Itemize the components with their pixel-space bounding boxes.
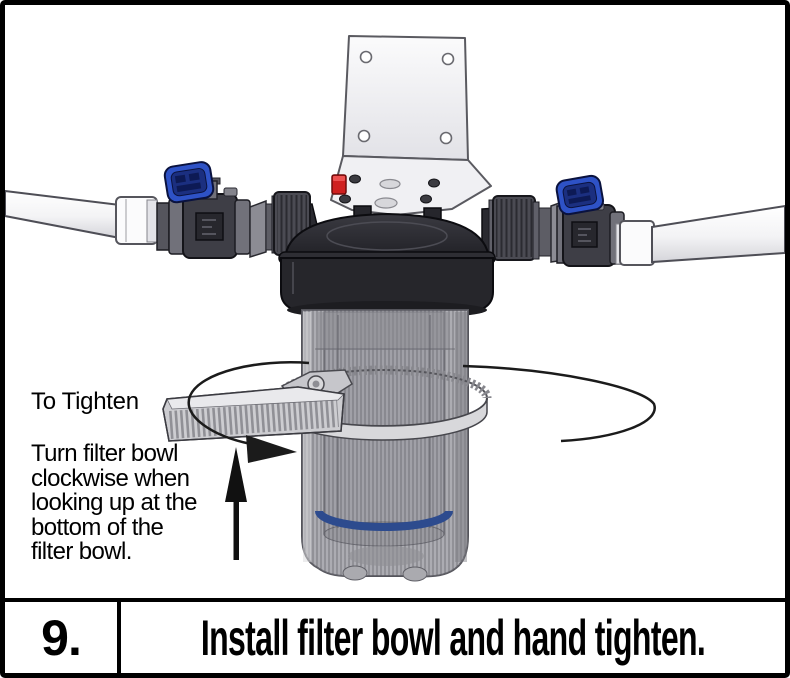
caption-text-cell: Install filter bowl and hand tighten. <box>121 602 785 673</box>
left-valve-handle <box>163 161 215 204</box>
instructions-line: bottom of the <box>31 513 164 541</box>
left-pipe-fitting <box>115 196 158 245</box>
cartridge-ring <box>315 510 453 531</box>
step-number: 9. <box>41 609 82 666</box>
rotation-arrowhead <box>246 435 297 463</box>
caption-text: Install filter bowl and hand tighten. <box>200 609 706 666</box>
filter-installation-illustration <box>4 35 786 582</box>
tighten-instructions: To Tighten Turn filter bowl clockwise wh… <box>31 388 198 565</box>
left-pipe <box>4 189 121 240</box>
mounting-bracket <box>330 35 492 216</box>
up-arrow <box>225 447 247 560</box>
instructions-line: filter bowl. <box>31 538 132 565</box>
bracket-bolts <box>339 174 440 204</box>
rotation-arrow <box>187 361 656 463</box>
step-number-cell: 9. <box>5 602 121 673</box>
right-valve-handle <box>555 174 605 216</box>
bracket-screw-holes <box>357 50 455 145</box>
right-pipe-fitting <box>615 220 655 266</box>
left-shutoff-valve <box>156 161 251 259</box>
right-pipe <box>651 204 786 264</box>
instructions-line: clockwise when <box>31 464 190 492</box>
right-union-nut <box>488 195 566 263</box>
instructions-heading: To Tighten <box>31 388 139 415</box>
caption-bar: 9. Install filter bowl and hand tighten. <box>5 598 785 673</box>
instructions-line: Turn filter bowl <box>31 440 179 467</box>
red-plug <box>331 174 347 195</box>
right-shutoff-valve <box>555 174 625 267</box>
filter-bowl <box>301 309 469 582</box>
instructions-line: looking up at the <box>31 489 198 516</box>
instructions-body: Turn filter bowl clockwise when looking … <box>31 440 198 565</box>
